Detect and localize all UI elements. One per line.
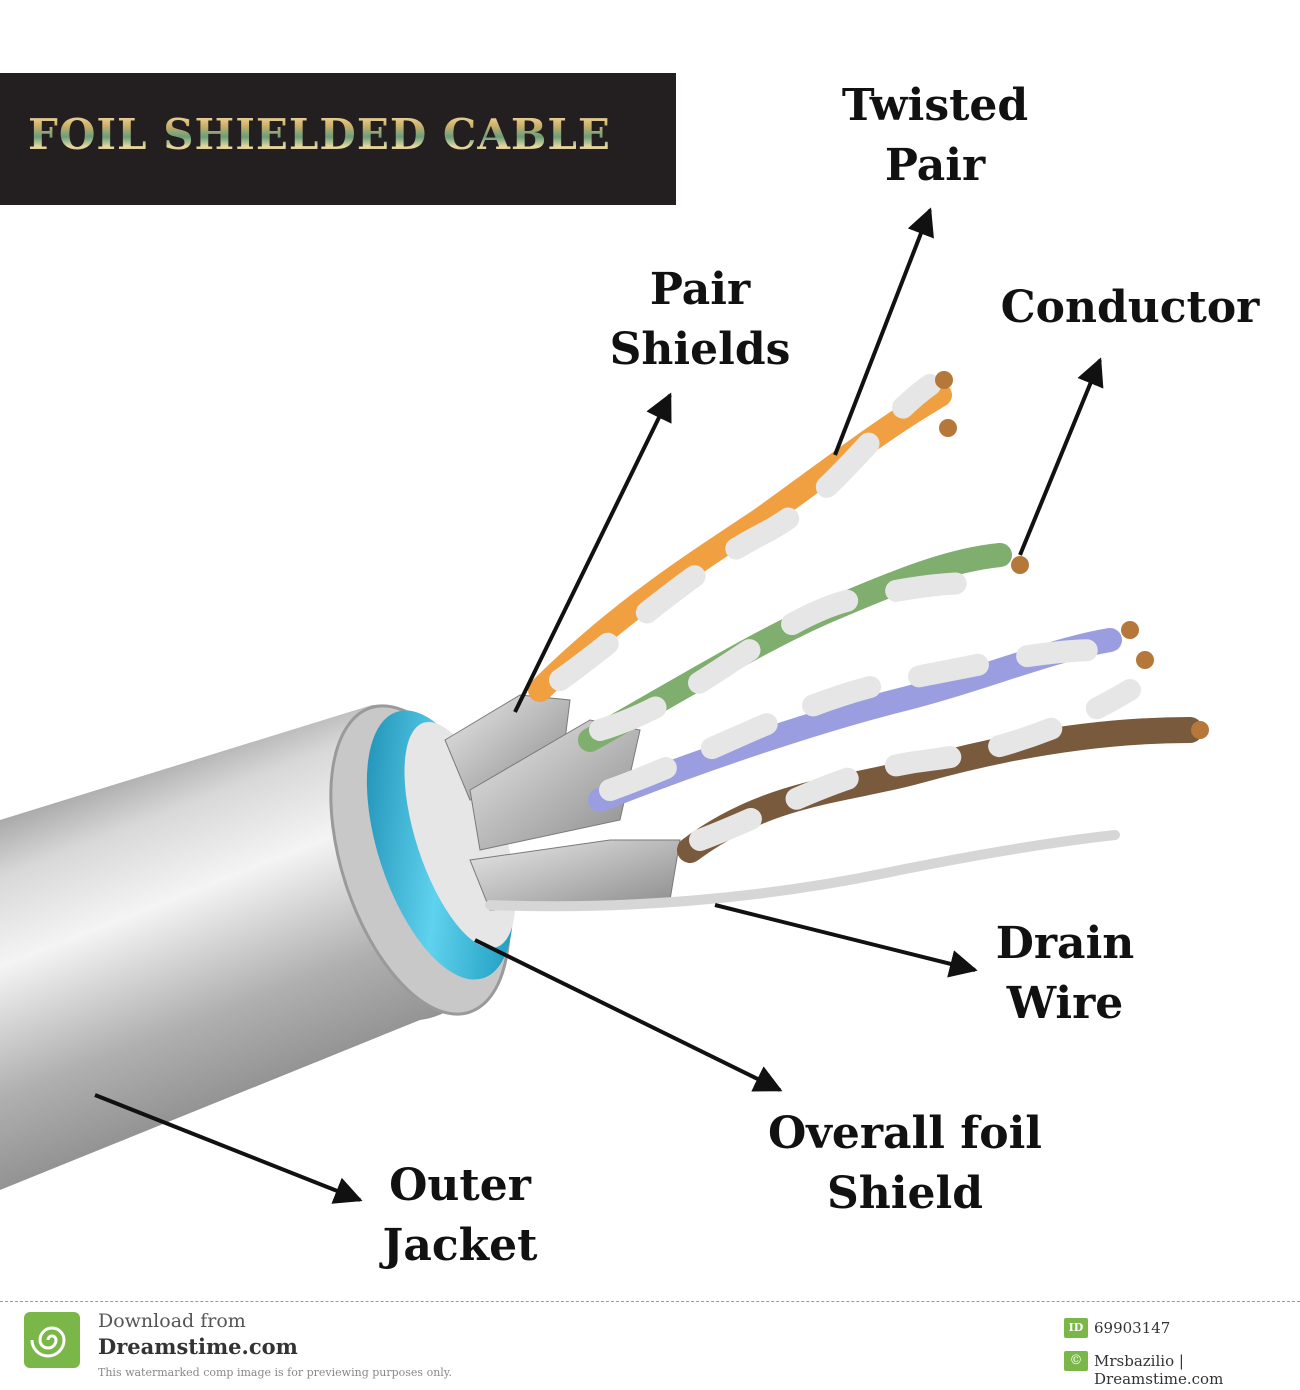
overall-foil-label-line1: Overall foil bbox=[767, 1108, 1043, 1159]
twisted-pair-arrow bbox=[833, 207, 934, 456]
title-bar bbox=[0, 73, 676, 205]
outer-jacket-label-line1: Outer bbox=[389, 1160, 531, 1211]
pair-shields-label-line2: Shields bbox=[609, 324, 791, 375]
cable-illustration bbox=[0, 207, 1209, 1204]
download-from-text: Download from bbox=[98, 1310, 246, 1332]
twisted-pair-label: Twisted Pair bbox=[820, 76, 1050, 196]
copyright-icon: © bbox=[1064, 1351, 1088, 1371]
watermark-footer bbox=[0, 1300, 1300, 1390]
overall-foil-label-line2: Shield bbox=[827, 1168, 983, 1219]
image-id: 69903147 bbox=[1094, 1319, 1171, 1337]
drain-wire-arrow bbox=[714, 903, 978, 978]
twisted-pair-green bbox=[578, 543, 1029, 752]
twisted-pair-orange bbox=[528, 371, 957, 702]
outer-jacket-label: Outer Jacket bbox=[360, 1156, 560, 1276]
watermark-note: This watermarked comp image is for previ… bbox=[98, 1366, 453, 1379]
drain-wire-shape bbox=[485, 830, 1120, 912]
drain-wire-label-line2: Wire bbox=[1006, 978, 1124, 1029]
conductor-arrow bbox=[1018, 357, 1104, 556]
site-name[interactable]: Dreamstime.com bbox=[98, 1334, 298, 1359]
pair-shields-label: Pair Shields bbox=[590, 260, 810, 380]
pair-shields-shape bbox=[444, 694, 681, 911]
id-badge-icon: ID bbox=[1064, 1318, 1088, 1338]
overall-foil-arrow bbox=[474, 938, 783, 1092]
author-credit: Mrsbazilio | Dreamstime.com bbox=[1094, 1352, 1224, 1388]
outer-jacket-arrow bbox=[94, 1093, 363, 1204]
drain-wire-label-line1: Drain bbox=[995, 918, 1135, 969]
outer-jacket-label-line2: Jacket bbox=[382, 1220, 538, 1271]
twisted-pair-label-line2: Pair bbox=[884, 140, 986, 191]
footer-divider bbox=[0, 1301, 1300, 1302]
drain-wire-label: Drain Wire bbox=[985, 914, 1145, 1034]
twisted-pair-brown bbox=[677, 651, 1209, 863]
overall-foil-label: Overall foil Shield bbox=[750, 1104, 1060, 1224]
diagram-title: FOIL SHIELDED CABLE bbox=[28, 110, 668, 159]
conductor-label: Conductor bbox=[1000, 282, 1260, 333]
twisted-pair-label-line1: Twisted bbox=[841, 80, 1029, 131]
twisted-pair-blue bbox=[588, 621, 1139, 812]
dreamstime-logo-icon bbox=[24, 1312, 80, 1368]
pair-shields-arrow bbox=[513, 392, 672, 713]
pair-shields-label-line1: Pair bbox=[649, 264, 751, 315]
